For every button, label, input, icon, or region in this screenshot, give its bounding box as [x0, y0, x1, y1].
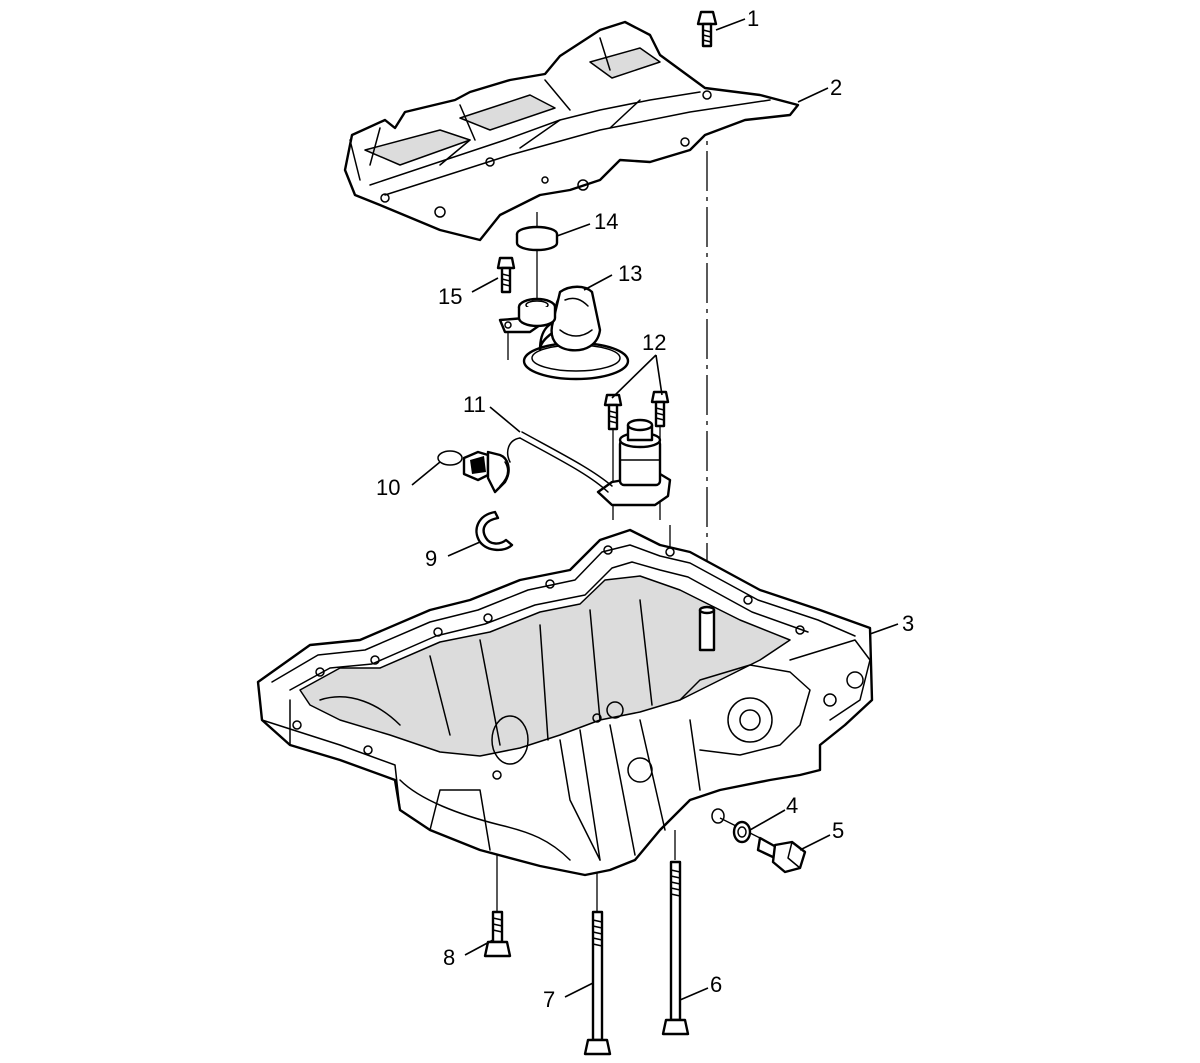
sensor-connector	[437, 450, 510, 494]
callout-1: 1	[747, 6, 759, 31]
callout-7: 7	[543, 987, 555, 1012]
oil-level-sensor	[507, 418, 672, 507]
callout-12: 12	[642, 330, 666, 355]
pickup-bolt	[496, 256, 516, 294]
oil-pan	[256, 528, 874, 877]
callout-leaders	[411, 18, 899, 1001]
callout-13: 13	[618, 261, 642, 286]
callout-15: 15	[438, 284, 462, 309]
callout-4: 4	[786, 793, 798, 818]
callout-8: 8	[443, 945, 455, 970]
drain-plug	[756, 836, 807, 874]
callout-5: 5	[832, 818, 844, 843]
callout-10: 10	[376, 475, 400, 500]
tray-bolt	[696, 10, 718, 48]
pan-bolt-short	[483, 910, 512, 958]
callout-9: 9	[425, 546, 437, 571]
pickup-seal	[515, 225, 559, 252]
pan-bolt-long-right	[661, 860, 690, 1036]
callout-2: 2	[830, 75, 842, 100]
callout-6: 6	[710, 972, 722, 997]
drain-washer	[732, 820, 752, 844]
callout-labels: 1 2 3 4 5 6 7 8 9 10 11 12 13 14 15	[376, 6, 914, 1012]
pan-bolt-long-center	[583, 910, 612, 1056]
sensor-bolt-right	[650, 390, 670, 428]
windage-tray	[343, 20, 800, 242]
callout-11: 11	[463, 392, 486, 417]
callout-14: 14	[594, 209, 618, 234]
sensor-bolt-left	[603, 393, 623, 431]
oil-pickup-screen	[498, 285, 630, 381]
callout-3: 3	[902, 611, 914, 636]
retainer-clip	[475, 510, 514, 552]
